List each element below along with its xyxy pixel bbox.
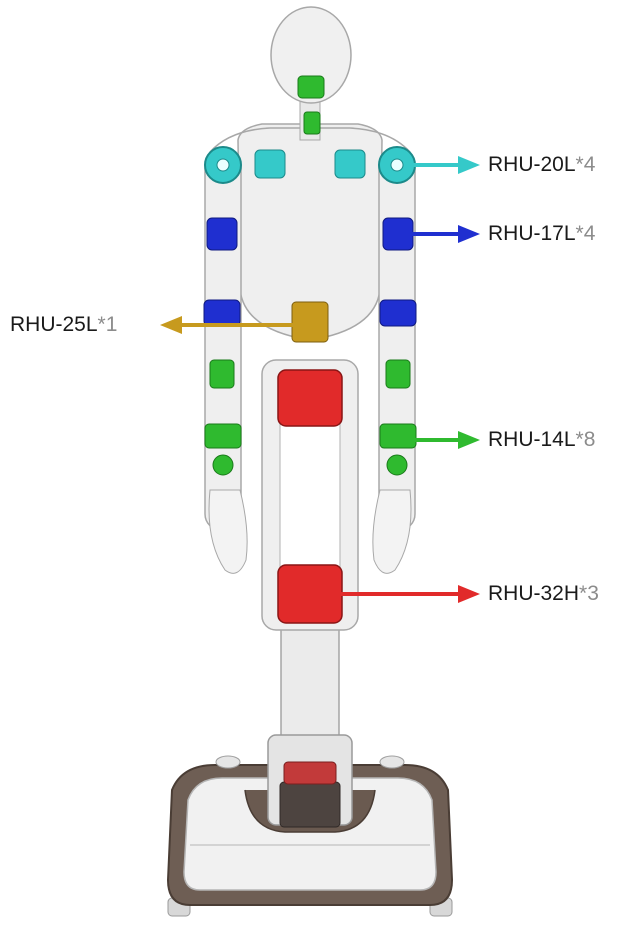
arrow-rhu-14l bbox=[410, 431, 480, 449]
arrow-rhu-20l bbox=[410, 156, 480, 174]
spine-frame bbox=[261, 359, 359, 631]
callout-rhu-20l: RHU-20L*4 bbox=[488, 153, 595, 177]
callout-model: RHU-32H bbox=[488, 582, 580, 605]
callout-model: RHU-14L bbox=[488, 428, 576, 451]
callout-rhu-14l: RHU-14L*8 bbox=[488, 428, 595, 452]
callout-arrows bbox=[160, 156, 480, 603]
callout-model: RHU-20L bbox=[488, 153, 576, 176]
callout-rhu-32h: RHU-32H*3 bbox=[488, 582, 599, 606]
callout-model: RHU-17L bbox=[488, 222, 576, 245]
callout-qty: *4 bbox=[575, 222, 596, 245]
head bbox=[270, 6, 352, 141]
callout-rhu-17l: RHU-17L*4 bbox=[488, 222, 595, 246]
actuators-rhu-14l bbox=[204, 359, 417, 476]
actuator-rhu-25l bbox=[291, 301, 329, 343]
actuators-rhu-32h bbox=[277, 369, 343, 624]
callout-qty: *1 bbox=[97, 313, 118, 336]
callout-qty: *4 bbox=[575, 153, 596, 176]
arrow-rhu-17l bbox=[410, 225, 480, 243]
arrow-rhu-32h bbox=[340, 585, 480, 603]
arrow-rhu-25l bbox=[160, 316, 300, 334]
callout-qty: *3 bbox=[579, 582, 599, 605]
support-column bbox=[267, 624, 353, 828]
callout-model: RHU-25L bbox=[10, 313, 98, 336]
callout-rhu-25l: RHU-25L*1 bbox=[10, 313, 117, 337]
callout-qty: *8 bbox=[575, 428, 596, 451]
actuators-rhu-20l bbox=[204, 146, 416, 184]
